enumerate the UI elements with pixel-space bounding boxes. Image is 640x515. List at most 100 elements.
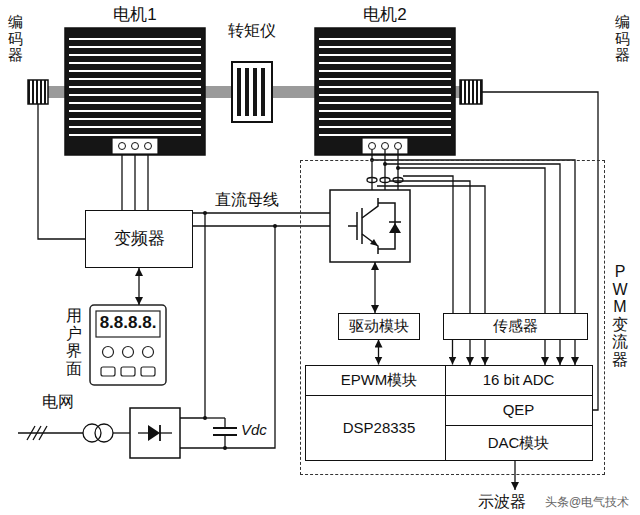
current-sensor-ring [367, 178, 377, 183]
converter-region: 驱动模块传感器EPWM模块16 bit ADCDSP28335QEPDAC模块P… [300, 160, 605, 475]
connector [138, 268, 139, 305]
capacitor-plate [213, 427, 237, 429]
connector [452, 340, 453, 365]
adc-input-arrow [469, 340, 470, 365]
current-sensor-ring [393, 178, 403, 183]
phase-wire [121, 155, 122, 210]
current-sensor-ring [380, 178, 390, 183]
connector [38, 104, 85, 239]
connector [378, 340, 379, 365]
cooling-fins [69, 32, 201, 136]
ac-line [113, 432, 130, 433]
voltage-label: Vdc [241, 421, 267, 439]
junction-dot [203, 416, 207, 420]
motor-label: 电机2 [363, 5, 406, 25]
junction-dot [203, 211, 207, 215]
panel-label: 用户界面 [66, 307, 82, 377]
dc-bus-line [180, 226, 275, 448]
box-label: 变频器 [86, 229, 192, 249]
grid-line [18, 432, 83, 433]
panel-body [90, 305, 166, 385]
cooling-fins [319, 32, 451, 136]
voltage-signal-wire [398, 168, 545, 313]
junction-dot [273, 224, 277, 228]
cell-label: DSP28335 [306, 419, 453, 437]
transformer-winding [95, 424, 113, 442]
panel-button [101, 367, 115, 376]
connector [134, 155, 135, 210]
igbt-gate [348, 225, 357, 227]
panel-button [141, 367, 155, 376]
motor-label: 电机1 [113, 5, 156, 25]
region-label: PWM变流器 [612, 263, 628, 369]
connector [482, 92, 598, 410]
user-interface-panel: 用户界面8.8.8.8. [90, 305, 166, 385]
adc-input-arrow [574, 340, 575, 365]
oscilloscope-label: 示波器 [478, 492, 526, 511]
encoder: 编码器 [460, 80, 482, 104]
igbt-channel [361, 208, 363, 244]
three-phase-mark [39, 426, 47, 440]
panel-button [121, 367, 135, 376]
motor-housing [315, 28, 455, 155]
encoder-body [28, 80, 48, 104]
cell-label: DAC模块 [446, 434, 592, 452]
dsp-chip-cell: DSP28335 [305, 395, 454, 461]
grid-label: 电网 [42, 392, 74, 411]
capacitor-lead [224, 418, 225, 428]
dsp-module-cell: EPWM模块 [305, 365, 454, 396]
sensor-box: 传感器 [443, 313, 588, 340]
diode-lead [378, 203, 395, 249]
dc-bus-line [185, 225, 330, 226]
torque-meter-label: 转矩仪 [228, 21, 276, 40]
terminal [382, 143, 389, 150]
torque-meter-bar [261, 68, 265, 116]
panel-button [123, 347, 134, 358]
torque-meter-bar [245, 68, 249, 116]
diode-bar [389, 221, 401, 223]
encoder: 编码器 [28, 80, 48, 104]
phase-wire [384, 150, 385, 190]
display-digits: 8.8.8.8. [90, 313, 166, 333]
junction-dot [223, 446, 227, 450]
igbt-gate [356, 212, 358, 240]
panel-button [143, 347, 154, 358]
phase-wire [371, 150, 372, 190]
dc-bus-line [205, 417, 225, 418]
igbt-emitter [362, 234, 378, 254]
diode-symbol [148, 425, 160, 441]
diode-lead [138, 432, 148, 433]
inverter-drive-box: 变频器 [85, 210, 193, 268]
bus-label: 直流母线 [215, 190, 279, 209]
dsp-module-cell: 16 bit ADC [445, 365, 593, 396]
dsp-module-cell: QEP [445, 395, 593, 426]
adc-input-arrow [484, 340, 485, 365]
terminal [369, 143, 376, 150]
adc-input-arrow [559, 340, 560, 365]
watermark: 头条@电气技术 [545, 495, 629, 509]
torque-meter-bar [237, 68, 241, 116]
igbt-emitter-arrow [370, 239, 378, 246]
rectifier-box [130, 408, 180, 458]
adc-input-arrow [544, 340, 545, 365]
panel-button [103, 347, 114, 358]
junction-dot [383, 162, 387, 166]
diode-symbol [389, 223, 401, 233]
diode-lead [160, 432, 172, 433]
motor-housing [65, 28, 205, 155]
terminal-box [112, 138, 158, 154]
box-label: 驱动模块 [339, 317, 419, 335]
junction-dot [396, 166, 400, 170]
motor: 电机1 [65, 28, 205, 155]
terminal [119, 143, 126, 150]
torque-meter-bar [253, 68, 257, 116]
scope-output-arrow [514, 460, 515, 490]
torque-meter: 转矩仪 [232, 62, 272, 122]
motor: 电机2 [315, 28, 455, 155]
inverter-box [330, 190, 410, 262]
terminal [132, 143, 139, 150]
phase-wire [147, 155, 148, 210]
drive-signal-arrow [374, 262, 375, 313]
dsp-module-cell: DAC模块 [445, 425, 593, 461]
torque-meter-body [232, 62, 272, 122]
